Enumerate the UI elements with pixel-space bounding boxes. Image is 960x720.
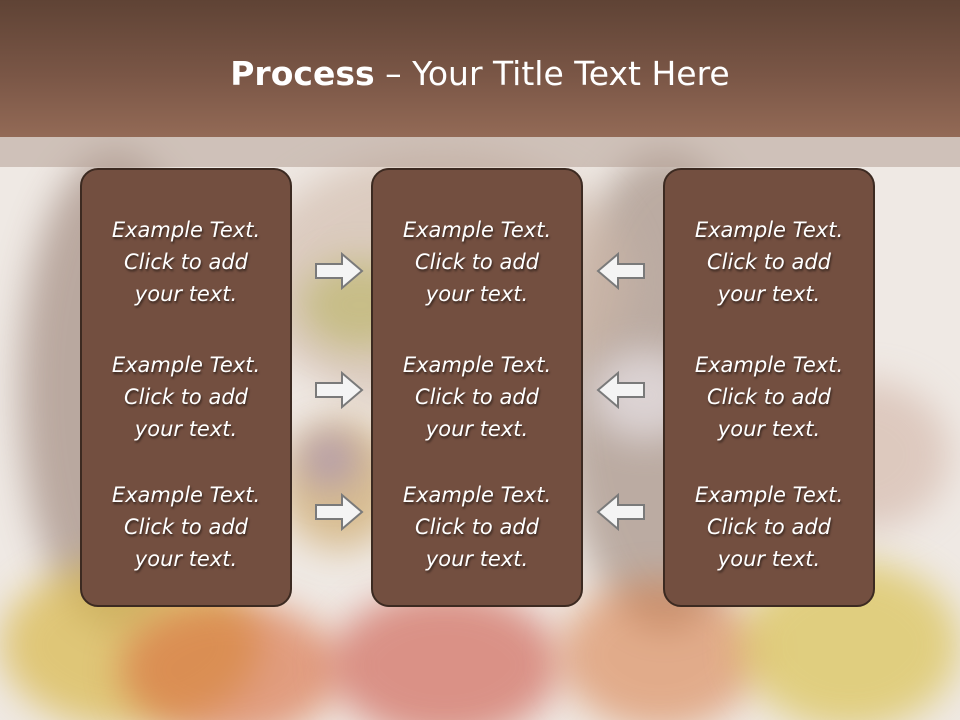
text-line: Example Text.	[111, 483, 261, 507]
text-line: your text.	[425, 547, 529, 571]
text-line: Click to add	[414, 250, 539, 274]
process-box-right[interactable]: Example Text. Click to add your text. Ex…	[663, 168, 875, 607]
text-line: Click to add	[123, 515, 248, 539]
text-line: your text.	[425, 417, 529, 441]
right-arrow-icon	[315, 371, 364, 409]
text-block[interactable]: Example Text. Click to add your text.	[82, 479, 290, 575]
slide-title[interactable]: Process – Your Title Text Here	[0, 52, 960, 96]
text-line: Click to add	[706, 515, 831, 539]
text-line: Click to add	[414, 385, 539, 409]
text-block[interactable]: Example Text. Click to add your text.	[373, 479, 581, 575]
text-line: your text.	[134, 417, 238, 441]
text-line: your text.	[134, 282, 238, 306]
title-bar-strip	[0, 137, 960, 167]
text-line: your text.	[717, 547, 821, 571]
text-block[interactable]: Example Text. Click to add your text.	[665, 214, 873, 310]
text-block[interactable]: Example Text. Click to add your text.	[373, 214, 581, 310]
text-line: Example Text.	[402, 218, 552, 242]
title-bold: Process	[230, 54, 375, 93]
text-line: Example Text.	[111, 218, 261, 242]
text-line: Click to add	[414, 515, 539, 539]
text-line: Example Text.	[111, 353, 261, 377]
text-line: your text.	[134, 547, 238, 571]
text-line: Click to add	[706, 385, 831, 409]
right-arrow-icon	[315, 493, 364, 531]
title-bar	[0, 0, 960, 137]
process-box-left[interactable]: Example Text. Click to add your text. Ex…	[80, 168, 292, 607]
text-line: Example Text.	[694, 218, 844, 242]
left-arrow-icon	[596, 371, 645, 409]
text-line: Example Text.	[694, 483, 844, 507]
text-line: your text.	[717, 282, 821, 306]
text-block[interactable]: Example Text. Click to add your text.	[82, 349, 290, 445]
text-line: Click to add	[123, 250, 248, 274]
right-arrow-icon	[315, 252, 364, 290]
text-line: Example Text.	[402, 483, 552, 507]
text-block[interactable]: Example Text. Click to add your text.	[665, 349, 873, 445]
text-line: Example Text.	[402, 353, 552, 377]
text-line: Example Text.	[694, 353, 844, 377]
title-rest: Your Title Text Here	[412, 54, 730, 93]
text-block[interactable]: Example Text. Click to add your text.	[665, 479, 873, 575]
text-line: your text.	[425, 282, 529, 306]
left-arrow-icon	[596, 493, 645, 531]
title-dash: –	[374, 54, 413, 93]
text-block[interactable]: Example Text. Click to add your text.	[82, 214, 290, 310]
process-box-center[interactable]: Example Text. Click to add your text. Ex…	[371, 168, 583, 607]
text-line: Click to add	[123, 385, 248, 409]
text-line: your text.	[717, 417, 821, 441]
text-block[interactable]: Example Text. Click to add your text.	[373, 349, 581, 445]
text-line: Click to add	[706, 250, 831, 274]
left-arrow-icon	[596, 252, 645, 290]
